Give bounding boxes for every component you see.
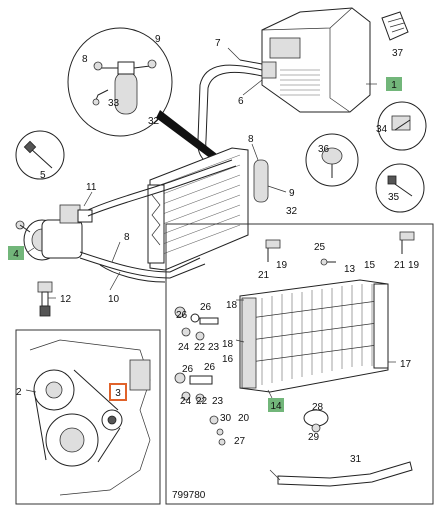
callout-33: 33 [108, 98, 120, 109]
clip-detail-34 [377, 101, 427, 151]
callout-32-detail: 32 [148, 116, 160, 127]
callout-14-highlight [268, 398, 284, 412]
label-card-37 [381, 11, 409, 41]
callout-25: 25 [314, 242, 326, 253]
callout-28: 28 [312, 402, 324, 413]
callout-9-receiver: 9 [289, 188, 295, 199]
callout-26-d: 26 [204, 362, 216, 373]
callout-18-lower: 18 [222, 339, 234, 350]
callout-23-upper: 23 [208, 342, 220, 353]
callout-26-c: 26 [182, 364, 194, 375]
callout-13: 13 [344, 264, 356, 275]
callout-36: 36 [318, 144, 330, 155]
callout-15: 15 [364, 260, 376, 271]
callout-5: 5 [40, 170, 46, 181]
callout-10: 10 [108, 294, 120, 305]
callout-8-hose: 8 [124, 232, 130, 243]
callout-29: 29 [308, 432, 320, 443]
engine-belt-detail [15, 329, 161, 505]
callout-1: 1 [391, 80, 397, 91]
callout-26-a: 26 [176, 310, 188, 321]
callout-16: 16 [222, 354, 234, 365]
callout-2: 2 [16, 387, 22, 398]
fitting-cluster-upper [174, 306, 219, 341]
callout-18-upper: 18 [226, 300, 238, 311]
callout-27: 27 [234, 436, 246, 447]
callout-34: 34 [376, 124, 388, 135]
callout-4: 4 [13, 249, 19, 260]
figure-number: 799780 [172, 490, 206, 501]
pressure-switch-12 [37, 281, 53, 317]
callout-17: 17 [400, 359, 412, 370]
clamp-detail-36 [305, 133, 359, 187]
callout-3: 3 [115, 388, 121, 399]
receiver-drier [253, 159, 269, 203]
compressor [15, 204, 93, 261]
callout-22-upper: 22 [194, 342, 206, 353]
callout-7: 7 [215, 38, 221, 49]
callout-30: 30 [220, 413, 232, 424]
callout-19-left: 19 [276, 260, 288, 271]
bracket-19-21-left [265, 239, 281, 262]
hoses-lower [79, 159, 237, 283]
callout-35: 35 [388, 192, 400, 203]
callout-8-detail: 8 [82, 54, 88, 65]
fasteners-30-20-27 [209, 415, 226, 446]
callout-23-lower: 23 [212, 396, 224, 407]
callout-22-lower: 22 [196, 396, 208, 407]
condenser-detail [239, 279, 389, 393]
condenser-assembly [147, 147, 269, 271]
fitting-cluster-lower [174, 372, 213, 403]
evaporator-unit [261, 7, 371, 113]
callout-20: 20 [238, 413, 250, 424]
receiver-tank [241, 297, 257, 389]
callout-19-right: 19 [408, 260, 420, 271]
bolt-detail-35 [375, 163, 425, 213]
receiver-drier-detail [67, 27, 173, 137]
callout-4-highlight [8, 246, 24, 260]
clamp-28-29 [303, 409, 329, 433]
bolt-detail-5 [15, 130, 65, 180]
callout-6: 6 [238, 96, 244, 107]
leader-lines [25, 47, 396, 399]
callout-12: 12 [60, 294, 72, 305]
callout-14: 14 [270, 401, 282, 412]
callout-24-upper: 24 [178, 342, 190, 353]
callout-11: 11 [86, 182, 97, 193]
bracket-19-21-right [399, 231, 415, 254]
condenser-detail-frame [165, 223, 434, 505]
callout-32-receiver: 32 [286, 206, 298, 217]
condenser-fins [159, 154, 241, 256]
callout-1-highlight [386, 77, 402, 91]
washer-25 [320, 258, 336, 266]
hose-31 [269, 461, 413, 487]
callout-labels: 1 4 14 3 2 5 6 7 8 8 8 9 9 10 11 12 13 1… [8, 34, 420, 501]
condenser-detail-fins [249, 284, 386, 385]
callout-9-detail: 9 [155, 34, 161, 45]
callout-26-b: 26 [200, 302, 212, 313]
callout-21-right: 21 [394, 260, 406, 271]
callout-21-left: 21 [258, 270, 270, 281]
callout-24-lower: 24 [180, 396, 192, 407]
callout-3-highlight [109, 383, 127, 401]
callout-31: 31 [350, 454, 362, 465]
callout-37: 37 [392, 48, 404, 59]
callout-8-receiver: 8 [248, 134, 254, 145]
evaporator-grille [280, 69, 320, 96]
